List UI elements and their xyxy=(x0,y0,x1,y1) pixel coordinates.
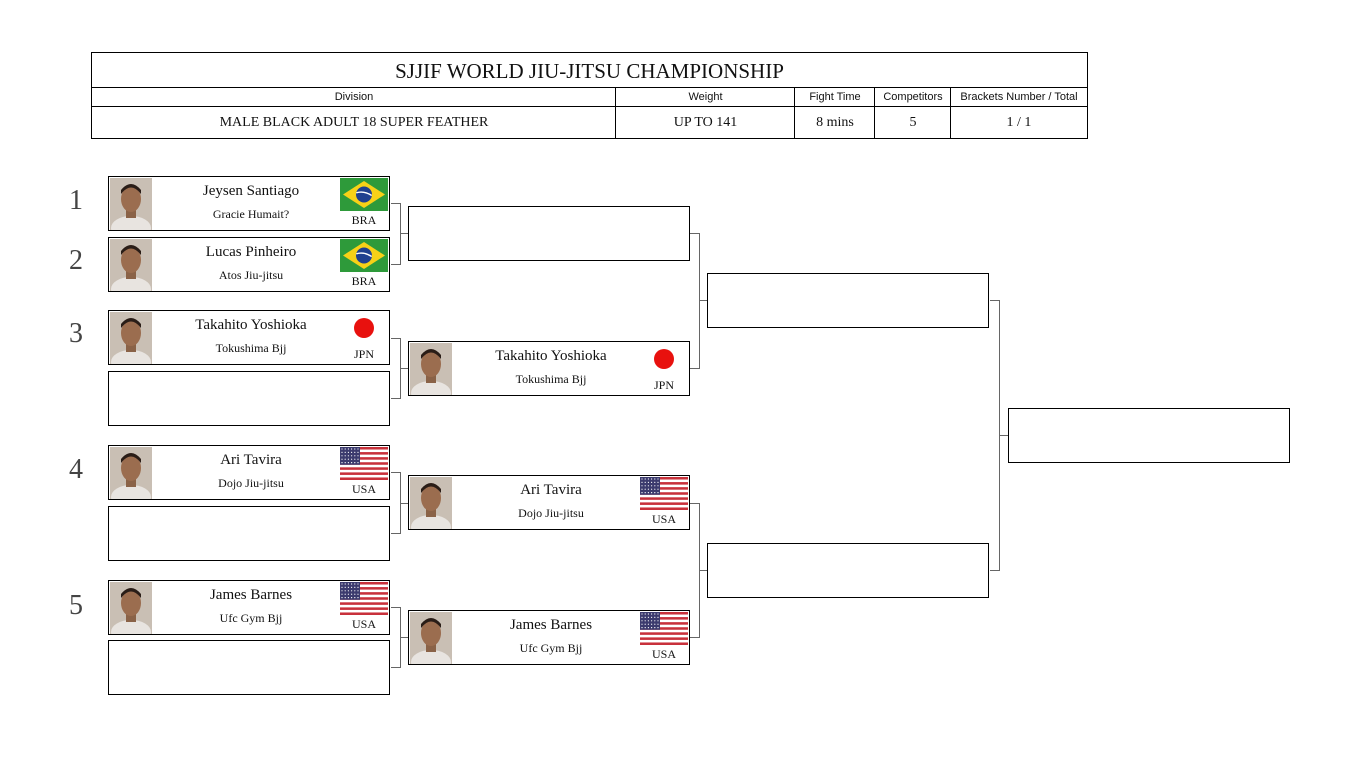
empty-slot[interactable] xyxy=(108,640,390,695)
empty-slot[interactable] xyxy=(108,371,390,426)
country-code: USA xyxy=(351,482,376,496)
connector-line xyxy=(690,368,699,369)
championship-title: SJJIF WORLD JIU-JITSU CHAMPIONSHIP xyxy=(92,53,1087,88)
header-divider xyxy=(950,88,951,139)
competitor-photo xyxy=(110,312,152,364)
connector-line xyxy=(391,607,400,608)
competitor-name: Takahito Yoshioka xyxy=(195,317,307,333)
country-code: BRA xyxy=(351,213,377,227)
usa-flag-icon xyxy=(340,582,388,615)
country-code: JPN xyxy=(653,378,674,392)
header-divider xyxy=(615,88,616,139)
connector-line xyxy=(990,570,999,571)
competitor-team: Tokushima Bjj xyxy=(515,372,587,386)
competitor-team: Ufc Gym Bjj xyxy=(519,641,583,655)
country-code: JPN xyxy=(353,347,374,361)
competitor-photo xyxy=(110,582,152,634)
connector-line xyxy=(699,300,707,301)
fight-time-value: 8 mins xyxy=(816,115,854,130)
seed-number: 4 xyxy=(69,454,83,485)
championship-header: SJJIF WORLD JIU-JITSU CHAMPIONSHIP Divis… xyxy=(91,52,1088,139)
connector-line xyxy=(690,233,699,234)
usa-flag-icon xyxy=(640,477,688,510)
brazil-flag-icon xyxy=(340,178,388,211)
competitor-photo xyxy=(410,612,452,664)
connector-line xyxy=(400,503,408,504)
competitor-team: Gracie Humait? xyxy=(212,207,290,221)
country-code: BRA xyxy=(351,274,377,288)
connector-line xyxy=(391,398,400,399)
header-divider xyxy=(874,88,875,139)
japan-flag-icon xyxy=(340,312,388,345)
connector-line xyxy=(999,435,1008,436)
usa-flag-icon xyxy=(340,447,388,480)
japan-flag-icon xyxy=(640,343,688,376)
competitor-photo xyxy=(110,178,152,230)
empty-slot[interactable] xyxy=(408,206,690,261)
seed-number: 5 xyxy=(69,590,83,621)
connector-line xyxy=(990,300,999,301)
competitor-team: Dojo Jiu-jitsu xyxy=(518,506,584,520)
connector-line xyxy=(400,233,408,234)
connector-line xyxy=(690,503,699,504)
empty-slot[interactable] xyxy=(707,273,989,328)
connector-line xyxy=(699,570,707,571)
competitor-name: Ari Tavira xyxy=(520,482,582,498)
competitor-photo xyxy=(410,343,452,395)
competitor-name: Takahito Yoshioka xyxy=(495,348,607,364)
fight-time-label: Fight Time xyxy=(795,88,875,107)
competitor-team: Tokushima Bjj xyxy=(215,341,287,355)
competitor-photo xyxy=(110,239,152,291)
connector-line xyxy=(391,264,400,265)
connector-line xyxy=(391,203,400,204)
header-divider xyxy=(794,88,795,139)
weight-label: Weight xyxy=(616,88,795,107)
country-code: USA xyxy=(351,617,376,631)
competitor-name: James Barnes xyxy=(209,587,293,603)
competitors-value: 5 xyxy=(909,115,917,130)
usa-flag-icon xyxy=(640,612,688,645)
country-code: USA xyxy=(651,512,676,526)
connector-line xyxy=(391,338,400,339)
seed-number: 3 xyxy=(69,318,83,349)
competitor-team: Ufc Gym Bjj xyxy=(219,611,283,625)
brackets-label: Brackets Number / Total xyxy=(951,88,1087,107)
division-value: MALE BLACK ADULT 18 SUPER FEATHER xyxy=(219,115,489,130)
weight-value: UP TO 141 xyxy=(673,115,738,130)
brazil-flag-icon xyxy=(340,239,388,272)
empty-slot[interactable] xyxy=(108,506,390,561)
competitor-name: Jeysen Santiago xyxy=(202,183,300,199)
connector-line xyxy=(400,368,408,369)
competitor-name: Lucas Pinheiro xyxy=(205,244,297,260)
seed-number: 1 xyxy=(69,185,83,216)
connector-line xyxy=(391,667,400,668)
competitor-name: James Barnes xyxy=(509,617,593,633)
connector-line xyxy=(391,472,400,473)
division-label: Division xyxy=(92,88,616,107)
competitors-label: Competitors xyxy=(875,88,951,107)
connector-line xyxy=(699,233,700,369)
competitor-name: Ari Tavira xyxy=(220,452,282,468)
empty-slot[interactable] xyxy=(707,543,989,598)
seed-number: 2 xyxy=(69,245,83,276)
connector-line xyxy=(400,637,408,638)
competitor-photo xyxy=(110,447,152,499)
connector-line xyxy=(690,637,699,638)
connector-line xyxy=(391,533,400,534)
connector-line xyxy=(400,203,401,265)
competitor-photo xyxy=(410,477,452,529)
empty-slot[interactable] xyxy=(1008,408,1290,463)
brackets-value: 1 / 1 xyxy=(1006,115,1032,130)
competitor-team: Dojo Jiu-jitsu xyxy=(218,476,284,490)
country-code: USA xyxy=(651,647,676,661)
competitor-team: Atos Jiu-jitsu xyxy=(218,268,284,282)
